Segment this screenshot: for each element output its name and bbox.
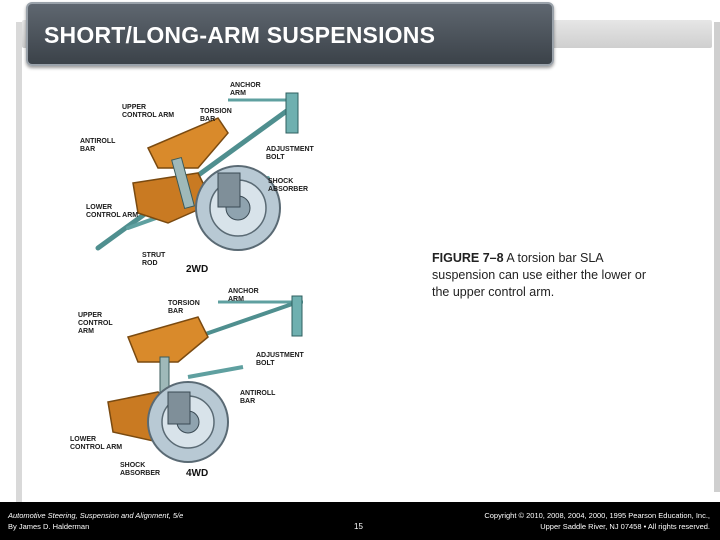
- slide-frame-right: [714, 22, 720, 492]
- suspension-diagram-4wd: ANCHOR ARM TORSION BAR UPPER CONTROL ARM…: [68, 282, 308, 482]
- label-anchor-arm: ANCHOR ARM: [230, 82, 261, 97]
- footer-copyright: Copyright © 2010, 2008, 2004, 2000, 1995…: [484, 510, 710, 532]
- copyright-line-2: Upper Saddle River, NJ 07458 • All right…: [540, 522, 710, 531]
- label-anchor-arm: ANCHOR ARM: [228, 288, 259, 303]
- suspension-diagram-2wd: ANCHOR ARM UPPER CONTROL ARM TORSION BAR…: [78, 78, 328, 278]
- suspension-drawing-2wd: [95, 92, 299, 251]
- figure-number: FIGURE 7–8: [432, 251, 504, 265]
- label-torsion-bar: TORSION BAR: [168, 300, 200, 315]
- page-number: 15: [354, 522, 363, 531]
- caption-text: A torsion bar SLA suspension can use eit…: [432, 251, 647, 299]
- figure-caption: FIGURE 7–8 A torsion bar SLA suspension …: [432, 250, 652, 301]
- label-lower-control-arm: LOWER CONTROL ARM: [70, 436, 123, 451]
- label-adjustment-bolt: ADJUSTMENT BOLT: [256, 352, 304, 367]
- label-antiroll-bar: ANTIROLL BAR: [240, 390, 276, 405]
- label-4wd: 4WD: [186, 468, 209, 479]
- title-banner: SHORT/LONG-ARM SUSPENSIONS: [26, 2, 554, 66]
- label-upper-control-arm: UPPER CONTROL ARM: [122, 104, 175, 119]
- footer-author: By James D. Halderman: [8, 522, 90, 531]
- label-2wd: 2WD: [186, 264, 209, 275]
- label-adjustment-bolt: ADJUSTMENT BOLT: [266, 146, 314, 161]
- slide-footer: Automotive Steering, Suspension and Alig…: [0, 502, 720, 540]
- copyright-line-1: Copyright © 2010, 2008, 2004, 2000, 1995…: [484, 511, 710, 520]
- slide-title: SHORT/LONG-ARM SUSPENSIONS: [44, 22, 436, 48]
- label-shock-absorber: SHOCK ABSORBER: [120, 462, 161, 477]
- footer-book-info: Automotive Steering, Suspension and Alig…: [8, 510, 183, 532]
- label-upper-control-arm: UPPER CONTROL ARM: [78, 312, 113, 335]
- label-antiroll-bar: ANTIROLL BAR: [80, 138, 116, 153]
- footer-book-title: Automotive Steering, Suspension and Alig…: [8, 511, 184, 520]
- label-shock-absorber: SHOCK ABSORBER: [268, 178, 309, 193]
- label-torsion-bar: TORSION BAR: [200, 108, 232, 123]
- label-lower-control-arm: LOWER CONTROL ARM: [86, 204, 139, 219]
- suspension-drawing-4wd: [107, 295, 303, 463]
- label-strut-rod: STRUT ROD: [142, 252, 166, 267]
- slide-frame-left: [16, 22, 22, 502]
